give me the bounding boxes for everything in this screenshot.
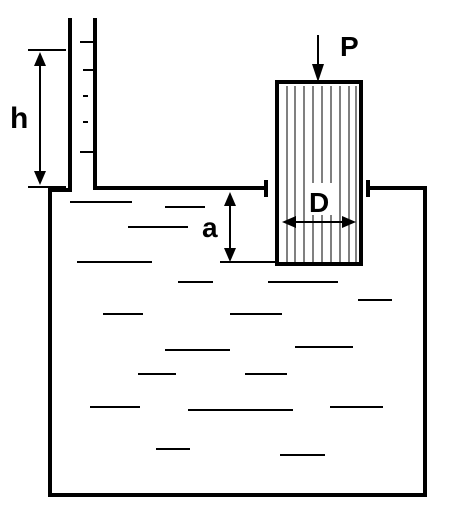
liquid-dashes <box>70 201 392 456</box>
dimension-a <box>220 192 276 263</box>
depth-label: a <box>202 212 218 243</box>
piston <box>275 80 363 266</box>
diameter-label-background <box>306 183 336 215</box>
piston-body <box>275 80 363 266</box>
force-label: P <box>340 31 359 62</box>
flange-marks <box>264 180 370 197</box>
diameter-label: D <box>309 187 329 218</box>
height-label: h <box>10 102 28 135</box>
piston-hatching <box>286 86 357 262</box>
force-arrow <box>312 35 324 82</box>
dimension-h <box>28 49 66 188</box>
tube-scale-ticks <box>80 41 94 153</box>
tank-outline <box>48 18 427 497</box>
dimension-d <box>282 216 356 228</box>
